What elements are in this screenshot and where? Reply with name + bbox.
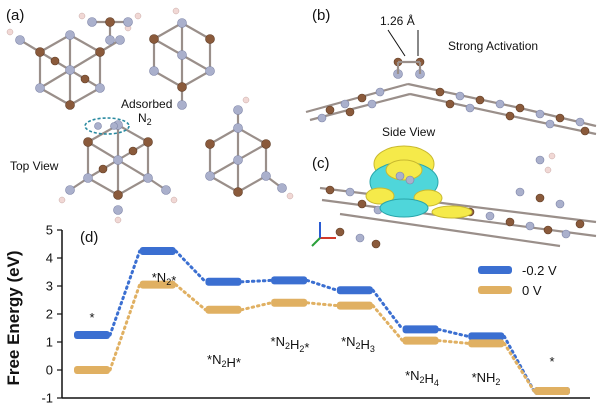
state-label-2: *N2H* [207, 352, 241, 370]
connector-1-0 [108, 283, 142, 372]
energy-level-0-3 [271, 276, 308, 285]
energy-level-1-1 [139, 280, 176, 289]
energy-level-0-1 [139, 247, 176, 255]
connector-1-3 [305, 301, 339, 308]
sheet-side-view [305, 57, 597, 136]
energy-level-1-7 [534, 387, 570, 395]
connector-0-3 [305, 278, 339, 292]
charge-density-sheet [319, 152, 597, 249]
panel-a: (a) [6, 7, 294, 224]
charge-density-lobes [365, 145, 473, 219]
state-label-3: *N2H2* [271, 334, 310, 355]
legend: -0.2 V 0 V [478, 263, 557, 298]
molecule-top-middle [149, 7, 215, 110]
state-label-4: *N2H3 [341, 334, 375, 354]
strong-activation-label: Strong Activation [448, 39, 538, 53]
legend-swatch-1 [478, 286, 512, 294]
state-label-5: *N2H4 [405, 368, 439, 388]
bond-length-label: 1.26 Å [380, 13, 415, 28]
side-view-label: Side View [382, 125, 435, 139]
state-label-7: * [549, 354, 554, 369]
state-label-6: *NH2 [472, 370, 501, 387]
top-view-label: Top View [10, 159, 59, 173]
molecule-bottom-center [58, 120, 178, 224]
connector-0-5 [437, 327, 470, 338]
adsorbed-n2-ellipse [84, 117, 130, 135]
energy-level-0-4 [336, 286, 373, 295]
connector-0-1 [174, 249, 207, 284]
panel-c-label: (c) [312, 155, 330, 172]
n2-label: N2 [138, 111, 152, 127]
legend-label-0: -0.2 V [522, 263, 557, 278]
y-tick-label: 4 [46, 251, 53, 266]
connector-1-4 [371, 304, 405, 343]
y-tick-label: -1 [41, 391, 53, 406]
bond-pointer-left [387, 29, 406, 57]
state-label-0: * [89, 310, 94, 325]
panel-c: Side View (c) [311, 125, 597, 249]
molecule-top-left [6, 24, 132, 110]
connector-1-1 [174, 283, 207, 312]
legend-swatch-0 [478, 266, 512, 274]
connector-0-0 [108, 249, 142, 337]
panel-d-label: (d) [80, 229, 98, 246]
energy-level-0-0 [74, 331, 110, 339]
connector-1-5 [437, 339, 470, 345]
molecule-top-center [78, 12, 142, 45]
panel-b-label: (b) [312, 7, 330, 24]
molecule-right [205, 96, 294, 200]
energy-level-1-3 [271, 298, 308, 307]
energy-level-1-2 [205, 305, 242, 314]
panel-b: (b) 1.26 Å Strong Activation [305, 7, 597, 136]
y-tick-label: 1 [46, 335, 53, 350]
energy-axes: -1 0 1 2 3 4 5 [41, 223, 590, 406]
state-label-1: *N2* [152, 270, 177, 288]
panel-a-label: (a) [6, 7, 24, 24]
y-tick-label: 2 [46, 307, 53, 322]
y-tick-label: 5 [46, 223, 53, 238]
energy-plot [74, 247, 570, 395]
adsorbed-label: Adsorbed [121, 97, 172, 111]
connector-0-4 [371, 288, 405, 331]
energy-level-0-2 [205, 277, 242, 286]
connector-0-2 [239, 278, 273, 284]
energy-level-1-6 [468, 339, 505, 348]
connector-1-6 [502, 341, 536, 393]
energy-level-1-5 [402, 336, 439, 345]
y-axis-label: Free Energy (eV) [4, 250, 23, 385]
y-tick-label: 3 [46, 279, 53, 294]
energy-level-1-4 [336, 301, 373, 310]
energy-level-0-6 [468, 332, 505, 341]
axes-triad-icon [311, 222, 336, 247]
legend-label-1: 0 V [522, 283, 542, 298]
energy-level-0-5 [402, 325, 439, 334]
connector-1-2 [239, 301, 273, 312]
y-tick-label: 0 [46, 363, 53, 378]
energy-labels: * *N2* *N2H* *N2H2* *N2H3 *N2H4 *NH2 * [89, 270, 554, 388]
energy-level-1-0 [74, 366, 110, 374]
